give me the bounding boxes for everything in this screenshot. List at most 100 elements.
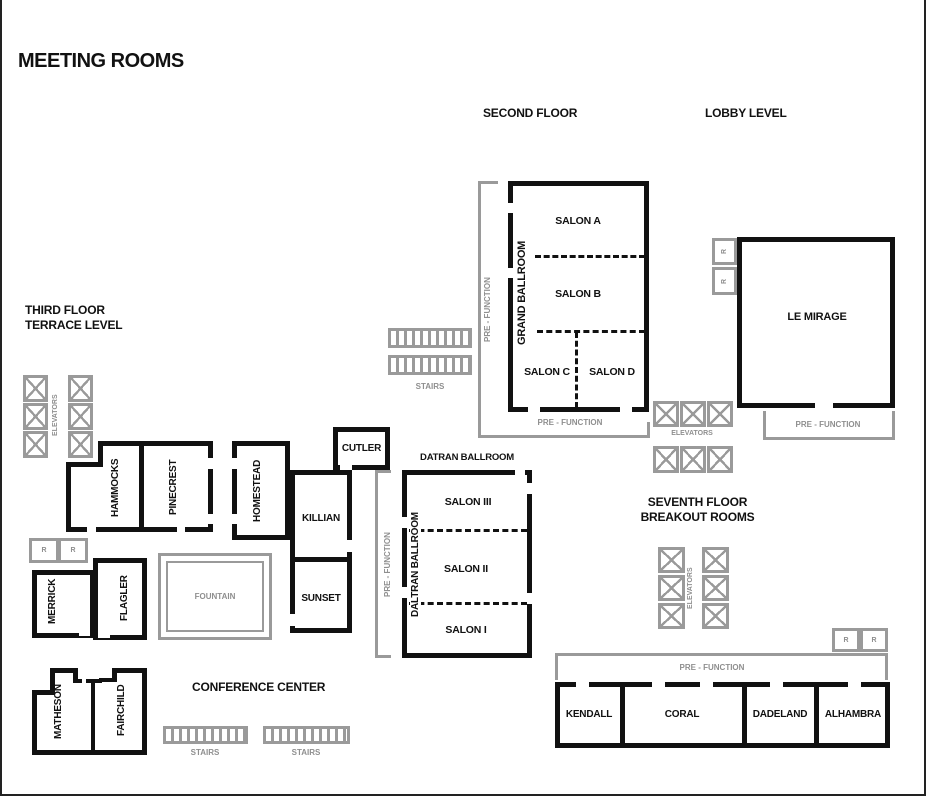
wall (32, 690, 37, 755)
elevator-icon (68, 375, 93, 402)
wall (142, 668, 147, 755)
seventh-floor-heading-2: BREAKOUT ROOMS (640, 510, 755, 524)
wall (91, 679, 95, 750)
prefunction-line-left (478, 181, 481, 438)
datran-ballroom-room (402, 470, 532, 658)
prefunction-tick (892, 411, 895, 440)
salon-cd-divider (575, 332, 578, 408)
door-gap (506, 203, 514, 213)
prefunction-left-label: PRE - FUNCTION (483, 277, 492, 343)
door-gap (177, 527, 185, 532)
elevator-icon (702, 547, 729, 573)
door-gap (700, 682, 713, 687)
page-border-right (924, 0, 926, 796)
le-mirage-label: LE MIRAGE (787, 311, 847, 323)
fairchild-label: FAIRCHILD (116, 684, 127, 736)
sunset-label: SUNSET (301, 593, 341, 604)
door-gap (506, 268, 514, 278)
lobby-level-heading: LOBBY LEVEL (705, 106, 787, 120)
wall (208, 441, 213, 532)
restroom-label: R (721, 248, 728, 255)
wall (290, 470, 295, 633)
stairs-icon (388, 355, 472, 375)
wall (232, 441, 290, 446)
door-gap (340, 464, 352, 470)
restroom-label: R (843, 636, 849, 644)
prefunction-line-top-tick (478, 181, 498, 184)
restroom-label: R (871, 636, 877, 644)
datran-ballroom-heading: DATRAN BALLROOM (420, 452, 514, 463)
page-title: MEETING ROOMS (18, 50, 184, 72)
killian-label: KILLIAN (301, 513, 341, 524)
door-gap (515, 470, 525, 475)
salon-ii-label: SALON II (444, 563, 488, 575)
wall (290, 628, 352, 633)
wall (98, 441, 213, 446)
wall (32, 750, 147, 755)
restroom-box: R (832, 628, 860, 652)
elevator-icon (658, 603, 685, 629)
salon-divider (409, 602, 527, 605)
wall (742, 682, 747, 748)
elevator-icon (680, 446, 706, 473)
door-gap (576, 682, 589, 687)
seventh-floor-heading-1: SEVENTH FLOOR (647, 495, 748, 509)
homestead-label: HOMESTEAD (252, 459, 263, 523)
elevator-icon (702, 575, 729, 601)
third-floor-heading-2: TERRACE LEVEL (25, 318, 123, 332)
door-gap (402, 517, 407, 528)
prefunction-line (555, 653, 888, 656)
fountain-outer (158, 553, 272, 640)
stairs-icon (388, 328, 472, 348)
prefunction-line-right-tick (647, 422, 650, 438)
elevator-icon (653, 401, 679, 427)
cutler-label: CUTLER (341, 443, 382, 454)
door-gap (232, 514, 237, 524)
door-gap (620, 404, 632, 414)
restroom-box: R (860, 628, 888, 652)
elevator-icon (658, 547, 685, 573)
datran-prefunction-label: PRE - FUNCTION (383, 532, 392, 598)
merrick-room (32, 570, 95, 638)
stairs-label: STAIRS (291, 748, 321, 757)
salon-iii-label: SALON III (444, 496, 492, 508)
stairs-label: STAIRS (415, 382, 445, 391)
fountain-inner (166, 561, 264, 632)
seventh-prefunction-label: PRE - FUNCTION (679, 663, 745, 672)
door-gap (652, 682, 665, 687)
conference-center-label: CONFERENCE CENTER (192, 680, 326, 694)
elevators-label: ELEVATORS (52, 394, 59, 436)
flagler-room (93, 558, 147, 640)
second-floor-heading: SECOND FLOOR (483, 106, 578, 120)
wall (814, 682, 819, 748)
prefunction-line (763, 437, 895, 440)
matheson-label: MATHESON (53, 684, 64, 740)
dadeland-label: DADELAND (752, 709, 808, 720)
door-gap (527, 593, 532, 604)
salon-b-label: SALON B (555, 288, 601, 300)
wall (232, 441, 237, 540)
elevator-icon (653, 446, 679, 473)
lobby-prefunction-label: PRE - FUNCTION (795, 420, 861, 429)
elevator-icon (23, 431, 48, 458)
prefunction-tick (555, 653, 558, 680)
salon-ab-divider (535, 255, 645, 258)
stairs-label: STAIRS (190, 748, 220, 757)
elevator-icon (68, 403, 93, 430)
restroom-box: R (29, 538, 59, 563)
door-gap (87, 527, 96, 532)
door-gap (527, 483, 532, 494)
door-gap (848, 682, 861, 687)
third-floor-heading-1: THIRD FLOOR (25, 303, 105, 317)
restroom-label: R (721, 278, 728, 284)
salon-i-label: SALON I (445, 624, 487, 636)
door-gap (98, 622, 110, 638)
salon-d-label: SALON D (589, 366, 635, 378)
kendall-label: KENDALL (565, 709, 613, 720)
flagler-label: FLAGLER (119, 575, 130, 621)
grand-ballroom-room (508, 181, 649, 412)
salon-a-label: SALON A (555, 215, 601, 227)
elevator-icon (707, 446, 733, 473)
door-gap (402, 587, 407, 598)
coral-label: CORAL (664, 709, 700, 720)
